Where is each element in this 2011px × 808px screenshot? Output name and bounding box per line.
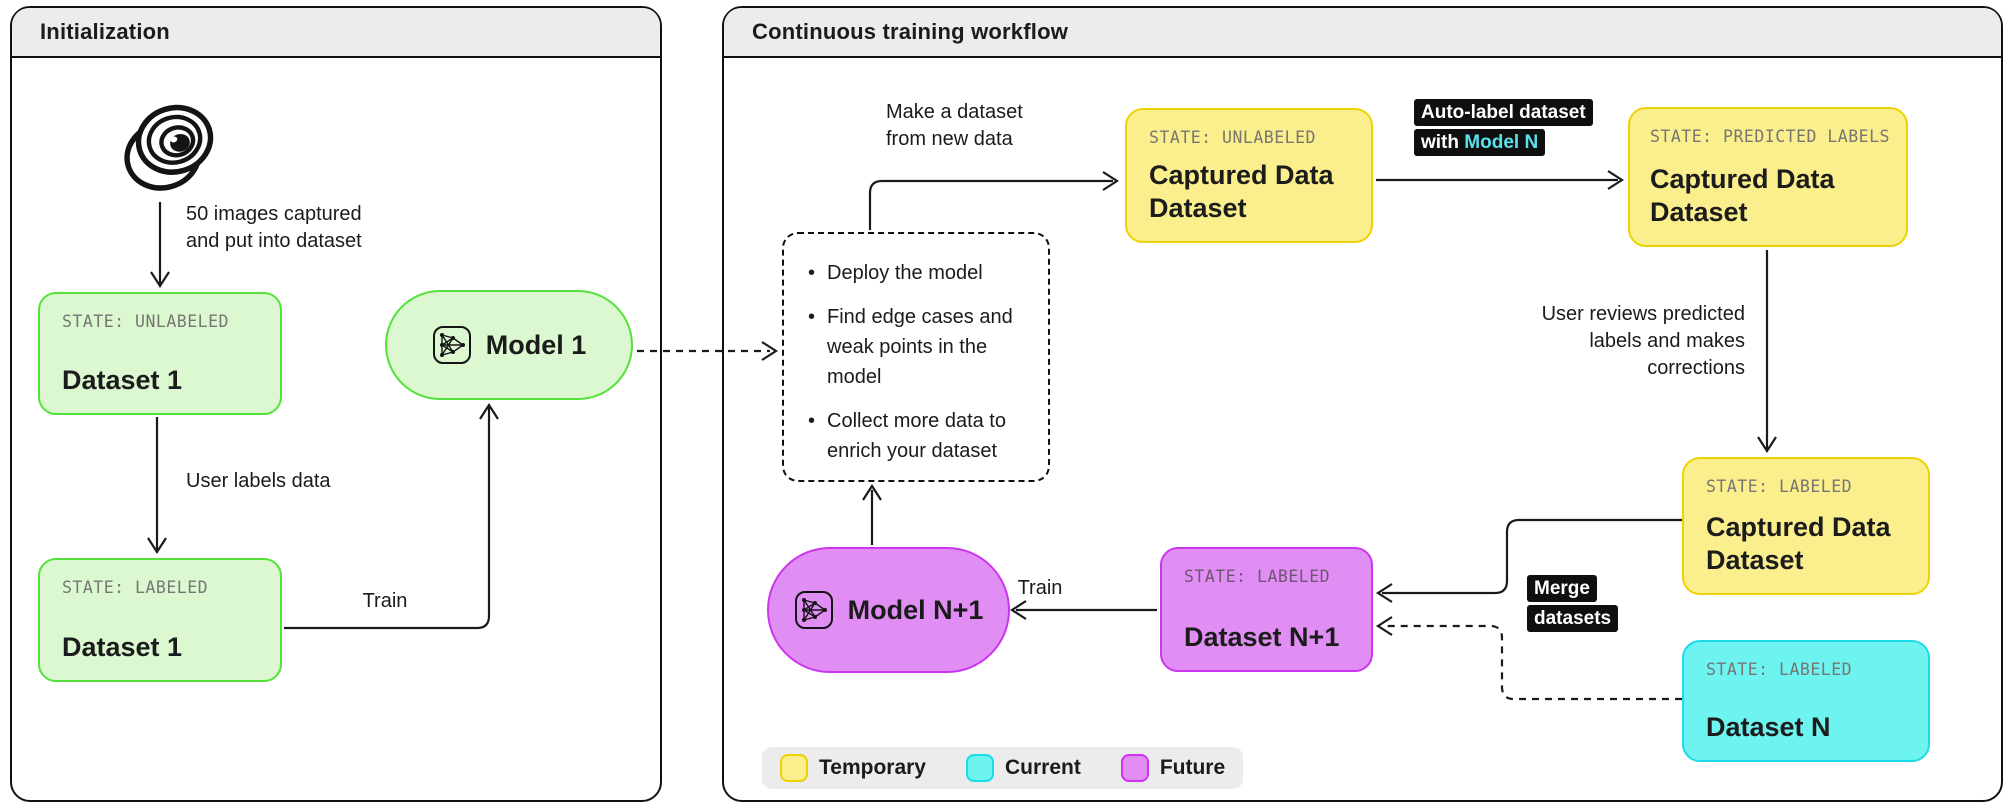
neural-network-icon [432, 325, 472, 365]
dataset1-labeled-node: STATE: LABELED Dataset 1 [38, 558, 282, 682]
auto-label-badge-prefix: with [1421, 132, 1465, 153]
user-labels-edge-label: User labels data [186, 470, 331, 492]
model1-title: Model 1 [485, 329, 587, 360]
captured-predicted-node: STATE: PREDICTED LABELS Captured Data Da… [1628, 107, 1908, 247]
captured-labeled-state: STATE: LABELED [1706, 477, 1853, 496]
auto-label-badge-model-ref: Model N [1464, 132, 1539, 153]
captured-unlabeled-title: Captured Data Dataset [1149, 160, 1334, 224]
neural-network-icon [794, 590, 834, 630]
initialization-panel-title: Initialization [40, 19, 170, 44]
captured-unlabeled-state: STATE: UNLABELED [1149, 128, 1316, 147]
model-n-plus-1-title: Model N+1 [847, 594, 984, 625]
merge-badge-line2: datasets [1527, 605, 1619, 632]
legend-label-current: Current [1004, 756, 1081, 779]
capture-edge-label: 50 images captured and put into dataset [186, 203, 362, 252]
legend-item-temporary: Temporary [780, 754, 926, 782]
dataset1-labeled-state: STATE: LABELED [62, 578, 209, 597]
legend-label-temporary: Temporary [819, 756, 926, 779]
workflow-panel-title: Continuous training workflow [752, 19, 1069, 44]
auto-label-badge-line2: with Model N [1414, 129, 1546, 156]
future-swatch-icon [1120, 754, 1149, 782]
dataset-n-plus-1-node: STATE: LABELED Dataset N+1 [1160, 547, 1373, 672]
dataset1-unlabeled-node: STATE: UNLABELED Dataset 1 [38, 292, 282, 415]
train-initial-edge-label: Train [362, 590, 408, 612]
dataset-n-plus-1-state: STATE: LABELED [1184, 567, 1331, 586]
dataset1-labeled-title: Dataset 1 [62, 632, 183, 663]
dataset-n-plus-1-title: Dataset N+1 [1184, 622, 1340, 653]
checklist-item-text: Deploy the model [827, 262, 983, 284]
captured-predicted-state: STATE: PREDICTED LABELS [1650, 127, 1890, 146]
model1-node: Model 1 [385, 290, 633, 400]
make-dataset-edge-label: Make a dataset from new data [886, 101, 1023, 150]
review-edge-label: User reviews predicted labels and makes … [1541, 303, 1745, 379]
temporary-swatch-icon [780, 754, 808, 782]
legend: Temporary Current Future [762, 747, 1244, 789]
current-swatch-icon [965, 754, 994, 782]
legend-label-future: Future [1159, 756, 1226, 779]
model-n-plus-1-node: Model N+1 [767, 547, 1010, 673]
checklist-item: Deploy the model [808, 258, 1030, 288]
workflow-panel-header: Continuous training workflow [724, 8, 2001, 58]
initialization-panel-header: Initialization [12, 8, 660, 58]
deployment-checklist: Deploy the model Find edge cases and wea… [782, 232, 1050, 482]
dataset1-unlabeled-state: STATE: UNLABELED [62, 312, 229, 331]
auto-label-badge: Auto-label dataset with Model N [1414, 99, 1593, 156]
captured-labeled-node: STATE: LABELED Captured Data Dataset [1682, 457, 1930, 595]
captured-unlabeled-node: STATE: UNLABELED Captured Data Dataset [1125, 108, 1373, 243]
checklist-item-text: Find edge cases and weak points in the m… [827, 306, 1013, 388]
captured-labeled-title: Captured Data Dataset [1706, 512, 1891, 576]
dataset-n-node: STATE: LABELED Dataset N [1682, 640, 1930, 762]
legend-item-future: Future [1120, 754, 1226, 782]
legend-item-current: Current [965, 754, 1081, 782]
train-next-edge-label: Train [1017, 577, 1063, 599]
checklist-item: Find edge cases and weak points in the m… [808, 302, 1030, 392]
checklist-item: Collect more data to enrich your dataset [808, 406, 1030, 466]
merge-badge-line1: Merge [1527, 575, 1597, 602]
dataset-n-title: Dataset N [1706, 712, 1831, 743]
captured-predicted-title: Captured Data Dataset [1650, 164, 1835, 228]
merge-datasets-badge: Merge datasets [1527, 575, 1619, 632]
auto-label-badge-line1: Auto-label dataset [1414, 99, 1593, 126]
dataset1-unlabeled-title: Dataset 1 [62, 365, 183, 396]
dataset-n-state: STATE: LABELED [1706, 660, 1853, 679]
camera-lens-icon [115, 92, 225, 204]
checklist-item-text: Collect more data to enrich your dataset [827, 410, 1006, 462]
